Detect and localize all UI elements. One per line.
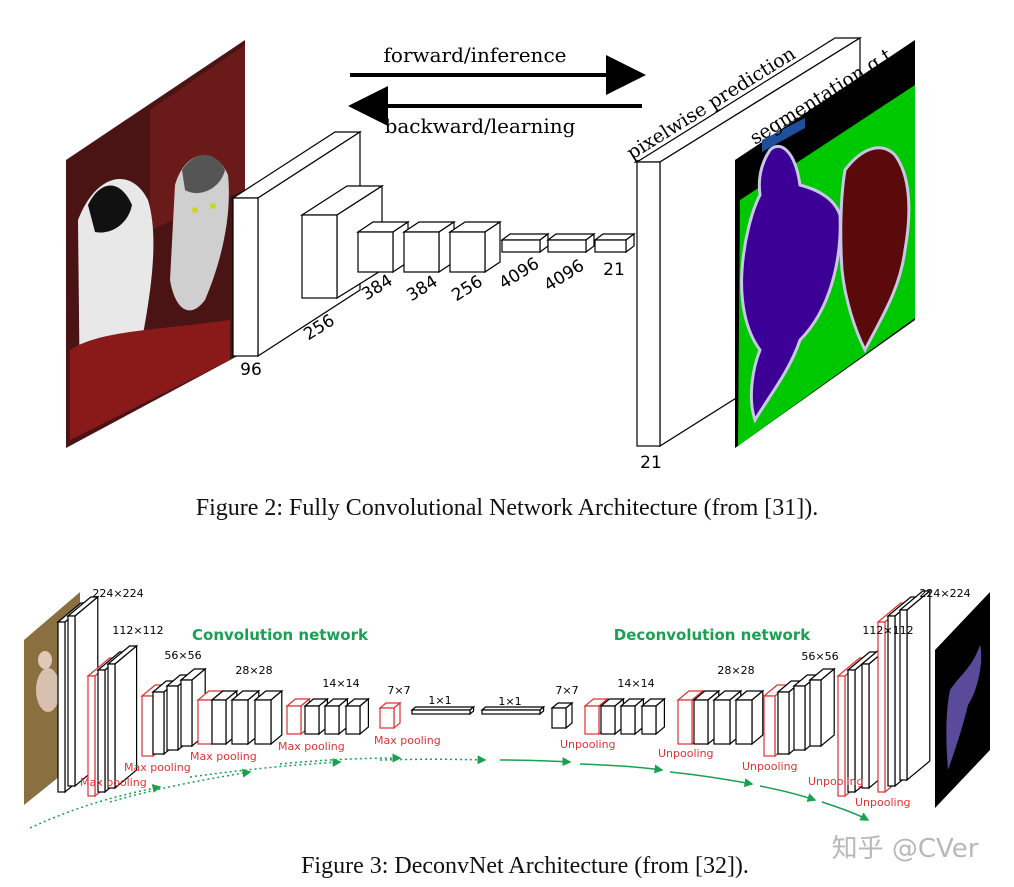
figure3-caption: Figure 3: DeconvNet Architecture (from [… [301,853,749,879]
feature-map-block [619,697,646,736]
max-pooling-label: Max pooling [278,740,345,753]
layer-4096-b [546,232,596,254]
conv-network-title: Convolution network [192,626,369,644]
forward-label: forward/inference [384,43,567,67]
feature-map-block [898,589,932,782]
max-pooling-label: Max pooling [124,761,191,774]
size-label-224-out: 224×224 [919,587,970,600]
max-pooling-label: Max pooling [190,750,257,763]
size-label-56-in: 56×56 [164,649,201,662]
feature-map-block [480,705,546,716]
size-label-224-in: 224×224 [92,587,143,600]
size-label-7-in: 7×7 [387,684,410,697]
feature-map-block [599,697,626,736]
feature-map-block [344,697,371,736]
layer-256-b [448,220,502,274]
layer-4096-a [500,232,550,254]
feature-map-block [106,644,139,790]
figure2-fcn-diagram: forward/inference backward/learning 96 2… [66,36,915,521]
feature-map-block [253,689,284,746]
figure2-caption: Figure 2: Fully Convolutional Network Ar… [196,495,819,521]
deconv-network-title: Deconvolution network [614,626,812,644]
feature-map-block [230,689,261,746]
size-label-1-a: 1×1 [428,694,451,707]
feature-map-block [640,697,667,736]
pooling-layer-block [378,701,402,730]
unpooling-label: Unpooling [658,747,714,760]
layer-label-21: 21 [603,260,625,280]
unpooling-label: Unpooling [742,760,798,773]
input-photo [66,40,245,448]
feature-map-block [808,667,836,748]
size-label-14-in: 14×14 [322,677,359,690]
layer-label-384-b: 384 [403,272,441,306]
unpooling-label: Unpooling [560,738,616,751]
size-label-112-in: 112×112 [112,624,163,637]
unpooling-label: Unpooling [855,796,911,809]
layer-21-small [593,232,636,254]
layer-384-b [402,220,456,274]
layer-label-4096-b: 4096 [541,256,588,296]
deconv-layer-blocks [56,589,932,798]
layer-384-a [356,220,410,274]
feature-map-block [303,697,330,736]
flow-arrows [29,753,870,829]
deconv-output-image [935,592,990,808]
size-label-112-out: 112×112 [862,624,913,637]
feature-map-block [410,705,476,716]
layer-label-96: 96 [240,360,262,380]
size-label-7-out: 7×7 [555,684,578,697]
figure3-deconvnet-diagram: Convolution network Deconvolution networ… [24,587,990,879]
feature-map-block [734,689,765,746]
feature-map-block [550,701,574,730]
feature-map-block [323,697,350,736]
max-pooling-label: Max pooling [374,734,441,747]
size-label-14-out: 14×14 [617,677,654,690]
size-label-28-in: 28×28 [235,664,272,677]
layer-label-256-b: 256 [448,272,486,306]
backward-label: backward/learning [385,114,576,138]
segmentation-gt-image [735,40,915,448]
watermark: 知乎 @CVer [832,834,979,864]
size-label-28-out: 28×28 [717,664,754,677]
size-label-1-b: 1×1 [498,695,521,708]
output-label-21: 21 [640,453,662,473]
layer-label-4096-a: 4096 [496,254,543,294]
size-label-56-out: 56×56 [801,650,838,663]
max-pooling-label: Max pooling [80,776,147,789]
unpooling-label: Unpooling [808,775,864,788]
